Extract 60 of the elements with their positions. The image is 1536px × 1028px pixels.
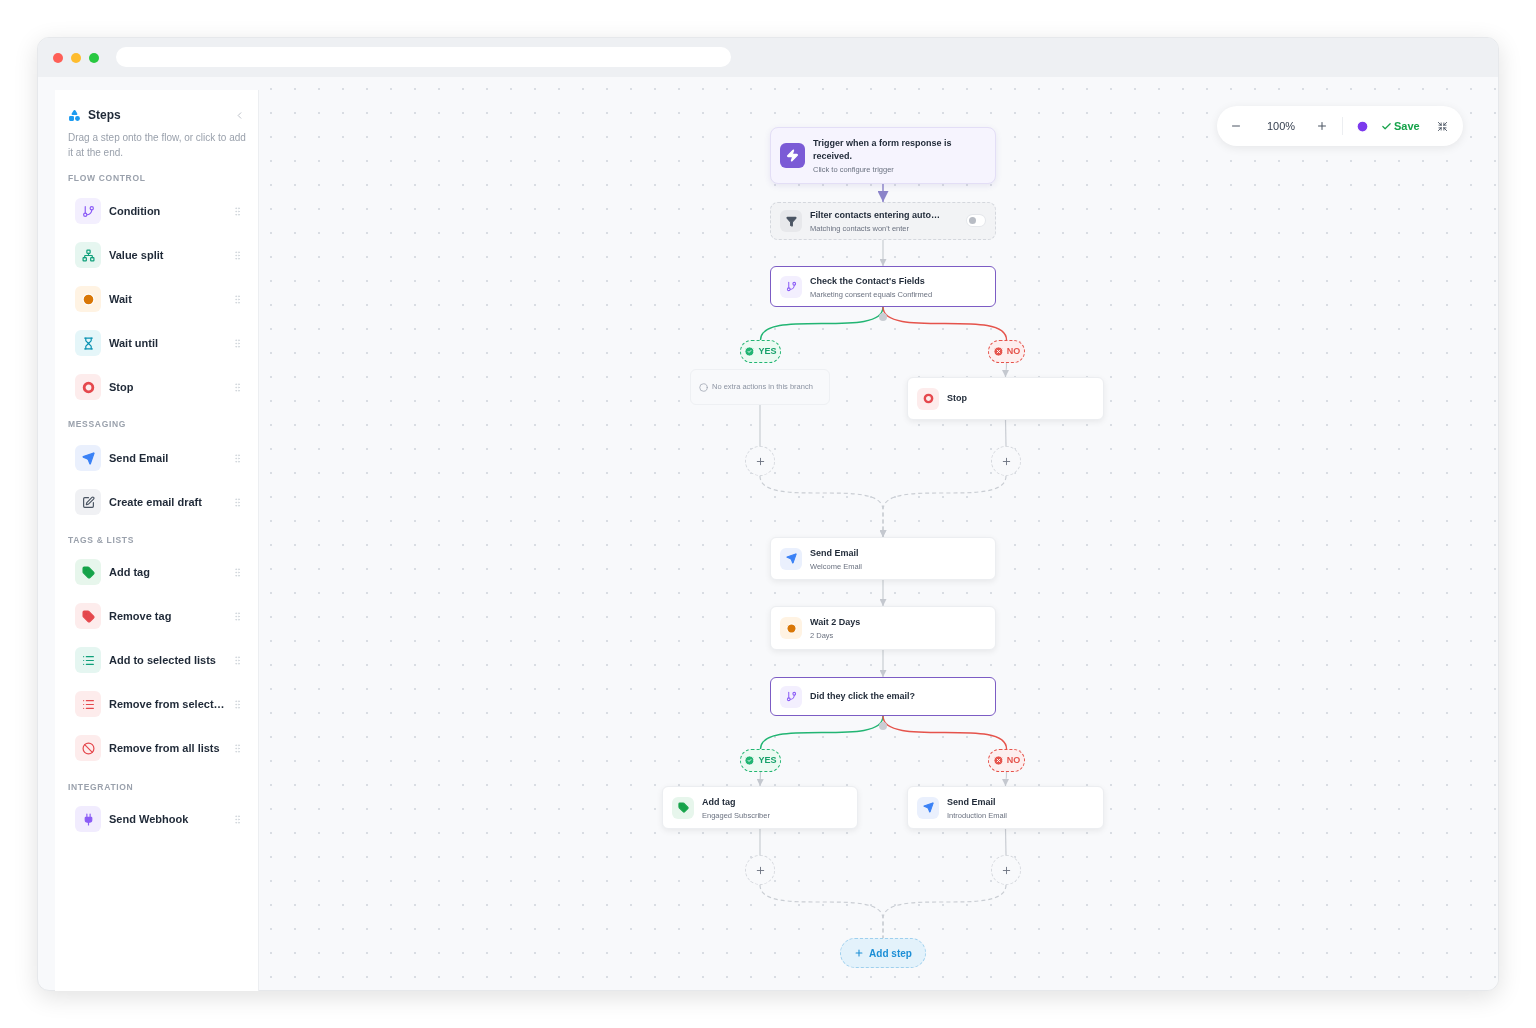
connector (882, 715, 1008, 750)
step-card (907, 377, 1104, 420)
branch-label: NO (1006, 344, 1021, 358)
empty-branch-card (690, 369, 830, 405)
connector (1002, 362, 1010, 378)
step-type-name: Remove tag (109, 608, 173, 624)
step-title: Send Email (810, 546, 860, 560)
step-card (770, 537, 996, 580)
sidebar-description: Drag a step onto the flow, or click to add it at the end. (68, 131, 247, 160)
trigger-card (770, 127, 996, 184)
section-heading: MESSAGING (68, 420, 127, 429)
step-type-name: Create email draft (109, 494, 203, 510)
step-title: Trigger when a form response is received. (813, 137, 953, 164)
connector (879, 239, 887, 267)
connector (1004, 419, 1007, 447)
connector (756, 771, 764, 787)
section-heading: INTEGRATION (68, 783, 134, 792)
step-type-name: Remove from all lists (109, 740, 221, 756)
connector (1002, 771, 1010, 787)
step-title: Wait 2 Days (810, 616, 861, 630)
step-type-name: Send Webhook (109, 811, 190, 827)
step-type-name: Wait until (109, 335, 160, 351)
step-type-name: Add to selected lists (109, 652, 217, 668)
save-button: Save (1381, 117, 1420, 135)
connector (1004, 828, 1007, 856)
step-title: Send Email (947, 795, 997, 809)
branch-label: YES (758, 344, 777, 358)
connector (882, 306, 1008, 341)
sidebar-title: Steps (88, 109, 121, 121)
branch-label: YES (758, 753, 777, 767)
step-title: Stop (947, 391, 967, 405)
step-type-name: Remove from select… (109, 696, 226, 712)
step-type-name: Stop (109, 379, 135, 395)
step-title: Check the Contact's Fields (810, 274, 926, 288)
connector (877, 183, 889, 203)
connector (879, 579, 887, 607)
connector (759, 306, 884, 341)
step-title: Did they click the email? (810, 689, 916, 703)
step-type-name: Condition (109, 203, 162, 219)
branch-label: NO (1006, 753, 1021, 767)
condition-card (770, 266, 996, 307)
step-type-name: Send Email (109, 450, 170, 466)
zoom-level: 100% (1265, 118, 1297, 134)
connector (879, 475, 1007, 538)
step-card (907, 786, 1104, 829)
step-title: Filter contacts entering auto… (810, 209, 941, 223)
connector (882, 884, 1007, 939)
condition-card (770, 677, 996, 716)
step-card (662, 786, 858, 829)
filter-card (770, 202, 996, 240)
step-type-name: Add tag (109, 564, 151, 580)
section-heading: FLOW CONTROL (68, 174, 146, 183)
section-heading: TAGS & LISTS (68, 536, 135, 545)
step-type-name: Wait (109, 291, 133, 307)
step-type-name: Value split (109, 247, 165, 263)
step-title: Add tag (702, 795, 737, 809)
connector (759, 715, 884, 750)
add-step-button: Add step (840, 938, 926, 968)
connector (879, 649, 887, 678)
step-card (770, 606, 996, 650)
